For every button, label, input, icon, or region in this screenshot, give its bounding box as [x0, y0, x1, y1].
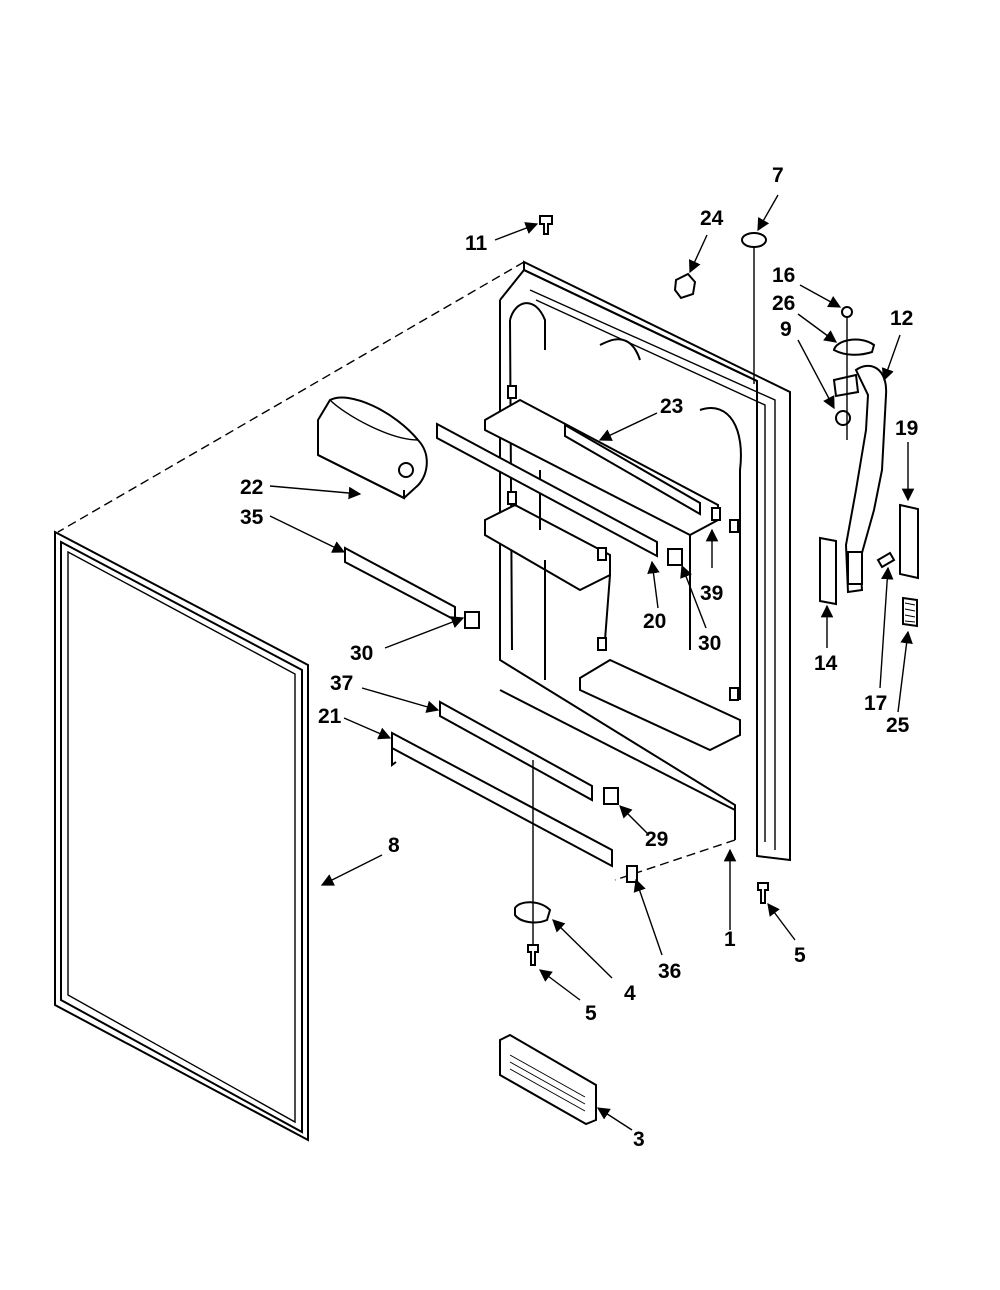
screw-9 [835, 410, 851, 426]
screw-5-right [757, 882, 769, 904]
callout-35: 35 [240, 506, 264, 529]
callout-36: 36 [658, 960, 681, 983]
handle-trim-parts [819, 503, 919, 628]
callout-5-left: 5 [585, 1002, 597, 1025]
clip-30-right [667, 548, 683, 566]
rail-20 [436, 422, 658, 558]
callout-14: 14 [814, 652, 838, 675]
callout-20: 20 [643, 610, 666, 633]
callout-23: 23 [660, 395, 683, 418]
rail-37 [439, 700, 593, 802]
clip-29 [603, 787, 619, 805]
plate-14 [819, 536, 837, 606]
bottom-hinge-parts [499, 760, 769, 1126]
callout-5-right: 5 [794, 944, 806, 967]
callout-39: 39 [700, 582, 723, 605]
callout-4: 4 [624, 982, 636, 1005]
handle-12 [844, 364, 888, 594]
shelf-rails [344, 422, 701, 868]
handle-assembly [832, 306, 888, 594]
nut-24 [673, 272, 697, 300]
callout-25: 25 [886, 714, 910, 737]
callout-11: 11 [465, 232, 488, 255]
clips [464, 548, 683, 883]
callout-22: 22 [240, 476, 263, 499]
callout-37: 37 [330, 672, 353, 695]
trim-19 [899, 503, 919, 580]
cap-26 [832, 338, 876, 356]
cover-3 [499, 1033, 597, 1126]
screw-11 [539, 215, 553, 235]
callout-29: 29 [645, 828, 668, 851]
callout-30-right: 30 [698, 632, 721, 655]
callout-19: 19 [895, 417, 918, 440]
clip-36 [626, 865, 638, 883]
rail-35 [344, 546, 456, 622]
clip-30-left [464, 611, 480, 629]
callout-3: 3 [633, 1128, 645, 1151]
rail-21 [391, 731, 613, 868]
callout-30-left: 30 [350, 642, 373, 665]
leader-lines [269, 194, 915, 1131]
callout-labels: 11 7 24 16 26 9 12 19 23 22 35 30 20 39 … [240, 164, 918, 1151]
dairy-compartment [317, 396, 428, 500]
door-outline-dashed [57, 261, 736, 881]
callout-8: 8 [388, 834, 400, 857]
callout-16: 16 [772, 264, 795, 287]
screw-5-left [527, 944, 539, 966]
callout-26: 26 [772, 292, 795, 315]
callout-7: 7 [772, 164, 784, 187]
callout-21: 21 [318, 705, 342, 728]
callout-1: 1 [724, 928, 736, 951]
door-liner [484, 260, 791, 862]
callout-9: 9 [780, 318, 792, 341]
screw-17 [876, 551, 896, 569]
top-fasteners [539, 215, 767, 384]
door-gasket [54, 530, 309, 1142]
callout-24: 24 [700, 207, 724, 230]
rail-23 [564, 423, 701, 516]
callout-17: 17 [864, 692, 887, 715]
callout-12: 12 [890, 307, 913, 330]
screw-16 [841, 306, 853, 318]
plug-7 [741, 232, 767, 248]
